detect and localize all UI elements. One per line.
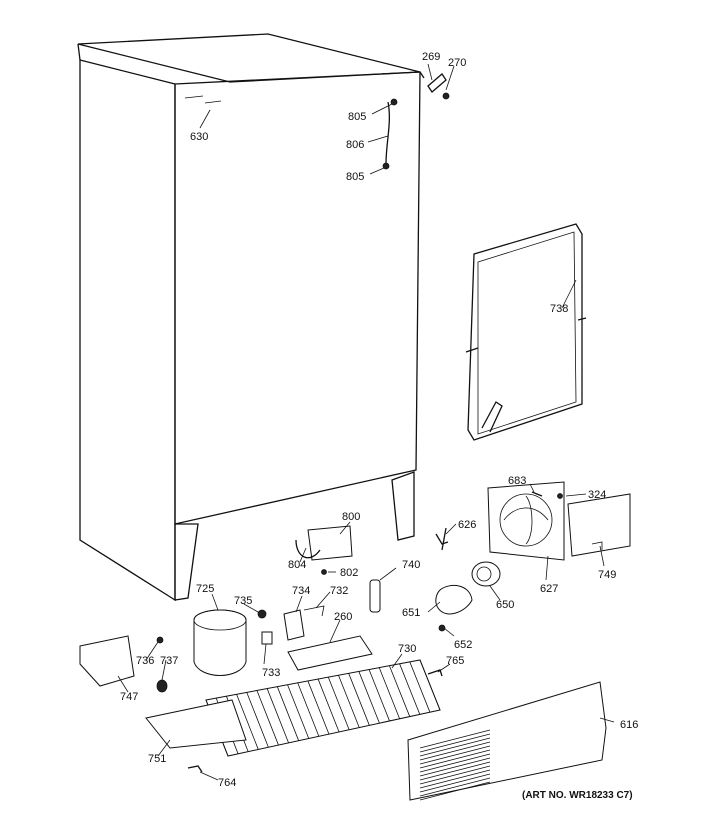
screw-324 xyxy=(557,493,563,499)
label-806: 806 xyxy=(346,139,364,151)
foot xyxy=(156,679,168,693)
grille-slot xyxy=(419,753,491,773)
label-802: 802 xyxy=(340,567,358,579)
grille-slot xyxy=(419,741,491,761)
label-735: 735 xyxy=(234,595,252,607)
coil-tube xyxy=(419,659,441,711)
art-number: (ART NO. WR18233 C7) xyxy=(522,790,633,801)
label-269: 269 xyxy=(422,51,440,63)
fan-motor xyxy=(471,561,501,587)
label-737: 737 xyxy=(160,655,178,667)
fan-shroud xyxy=(487,481,565,561)
label-270: 270 xyxy=(448,57,466,69)
compressor xyxy=(193,609,247,676)
grille-slot xyxy=(419,745,491,765)
label-733: 733 xyxy=(262,667,280,679)
refrigerator-cabinet xyxy=(77,33,425,602)
label-730: 730 xyxy=(398,643,416,655)
nut xyxy=(257,609,267,619)
label-736: 736 xyxy=(136,655,154,667)
coil-tube xyxy=(266,688,289,744)
grille-slot xyxy=(419,737,491,757)
grille-slot xyxy=(419,729,491,749)
label-734: 734 xyxy=(292,585,310,597)
wire-harness xyxy=(435,527,449,551)
fan-blade xyxy=(435,584,473,632)
coil-tube xyxy=(256,690,279,746)
coil-tube xyxy=(276,686,300,741)
coil-tube xyxy=(358,671,380,724)
grille-slot xyxy=(419,773,491,793)
label-804: 804 xyxy=(288,559,306,571)
label-740: 740 xyxy=(402,559,420,571)
label-738: 738 xyxy=(550,303,568,315)
grille-slot xyxy=(419,777,491,797)
coil-tube xyxy=(338,675,360,728)
grille-slot xyxy=(419,733,491,753)
coil-tube xyxy=(236,694,259,750)
grille-slot xyxy=(419,761,491,781)
coil-tube xyxy=(399,663,421,715)
coil-tube xyxy=(246,692,269,748)
top-hinge-parts xyxy=(427,73,450,100)
base-plate xyxy=(145,699,247,749)
coil-tube xyxy=(297,682,320,737)
coil-tube xyxy=(389,665,411,717)
label-725: 725 xyxy=(196,583,214,595)
coil-tube xyxy=(368,669,390,722)
cover-plate xyxy=(567,493,631,557)
grille-slot xyxy=(419,749,491,769)
grommet xyxy=(156,636,164,644)
label-805-top: 805 xyxy=(348,111,366,123)
label-749: 749 xyxy=(598,569,616,581)
label-630: 630 xyxy=(190,131,208,143)
grille-slot xyxy=(419,765,491,785)
rear-grille xyxy=(407,681,607,801)
coil-tube xyxy=(327,676,350,730)
label-651: 651 xyxy=(402,607,420,619)
label-260: 260 xyxy=(334,611,352,623)
coil-tube xyxy=(307,680,330,735)
label-650: 650 xyxy=(496,599,514,611)
label-626: 626 xyxy=(458,519,476,531)
door-gasket xyxy=(465,223,587,441)
screw xyxy=(187,765,203,773)
screw-683 xyxy=(531,491,543,497)
label-627: 627 xyxy=(540,583,558,595)
coil-tube xyxy=(287,684,310,739)
coil-tube xyxy=(317,678,340,733)
label-652: 652 xyxy=(454,639,472,651)
label-805-bottom: 805 xyxy=(346,171,364,183)
defrost-thermostat xyxy=(369,579,381,613)
coil-tube xyxy=(378,667,400,719)
clip xyxy=(427,669,443,677)
label-747: 747 xyxy=(120,691,138,703)
electrical-box xyxy=(79,635,135,687)
start-relay xyxy=(261,605,325,645)
label-764: 764 xyxy=(218,777,236,789)
coil-tube xyxy=(409,661,431,713)
label-324: 324 xyxy=(588,489,606,501)
grille-slot xyxy=(419,781,491,801)
grille-slot xyxy=(419,757,491,777)
grille-slot xyxy=(419,769,491,789)
label-683: 683 xyxy=(508,475,526,487)
condenser-coil xyxy=(205,659,441,757)
label-616: 616 xyxy=(620,719,638,731)
label-800: 800 xyxy=(342,511,360,523)
label-765: 765 xyxy=(446,655,464,667)
coil-tube xyxy=(348,673,370,726)
water-valve xyxy=(295,525,353,575)
drain-pan xyxy=(287,635,373,671)
label-732: 732 xyxy=(330,585,348,597)
label-751: 751 xyxy=(148,753,166,765)
leader-lines xyxy=(117,63,615,781)
